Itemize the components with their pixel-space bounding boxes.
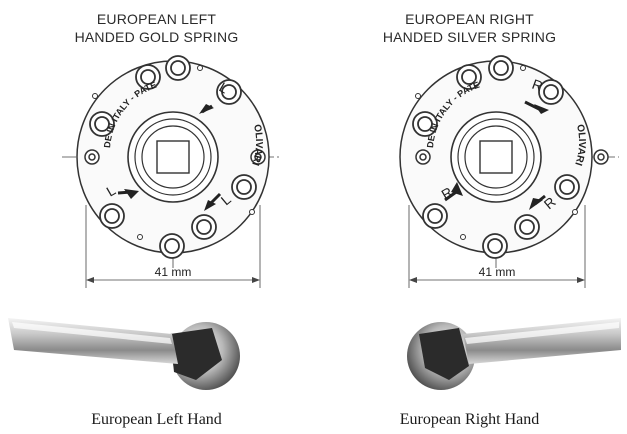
dimension-arrow-left-icon [409,277,417,283]
direction-arrow-bottom-icon [529,194,546,210]
right-title: EUROPEAN RIGHT HANDED SILVER SPRING [313,10,626,46]
left-spring-diagram: MADE IN ITALY - PATENT OLIVARI L L L 41 … [0,40,282,288]
direction-arrow-top-icon [199,104,214,114]
right-title-line1: EUROPEAN RIGHT [405,11,534,27]
mount-hole-group [415,149,609,165]
dimension-arrow-left-icon [86,277,94,283]
hub-inner [464,125,528,189]
bolt-hole-group [89,55,257,259]
small-dot-group [92,65,255,240]
direction-arrow-left-icon [444,182,463,202]
direction-arrow-bottom-icon [204,192,222,211]
direction-arrow-left-icon [117,189,139,199]
left-title-line2: HANDED GOLD SPRING [74,29,239,45]
right-handle-photo [407,318,621,390]
ring-text-olivari: OLIVARI [249,123,264,167]
bolt-hole-group [412,55,580,259]
right-lever-shine [465,322,619,344]
left-title: EUROPEAN LEFT HANDED GOLD SPRING [0,10,313,46]
hub-mid [134,118,212,196]
dimension-arrow-right-icon [577,277,585,283]
dimension-label: 41 mm [155,265,192,279]
square-spindle [479,140,513,174]
hub-mid [457,118,535,196]
left-title-line1: EUROPEAN LEFT [96,11,217,27]
right-caption: European Right Hand [399,411,540,428]
right-lever-neck [419,328,469,380]
right-panel: EUROPEAN RIGHT HANDED SILVER SPRING [313,0,626,434]
square-spindle [156,140,190,174]
small-dot-group [415,65,578,240]
dimension-label: 41 mm [479,265,516,279]
right-title-line2: HANDED SILVER SPRING [382,29,557,45]
left-panel: EUROPEAN LEFT HANDED GOLD SPRING [0,0,313,434]
left-caption: European Left Hand [91,411,222,428]
direction-arrow-top-icon [524,100,549,114]
hub-inner [141,125,205,189]
right-spring-diagram: MADE IN ITALY - PATENT OLIVARI R R R 41 … [313,40,619,288]
ring-text-olivari: OLIVARI [572,123,587,167]
dimension-arrow-right-icon [252,277,260,283]
left-lever-shine [12,322,172,344]
mount-hole-group [84,149,266,165]
left-handle-photo [8,318,240,390]
left-lever-neck [170,328,222,380]
